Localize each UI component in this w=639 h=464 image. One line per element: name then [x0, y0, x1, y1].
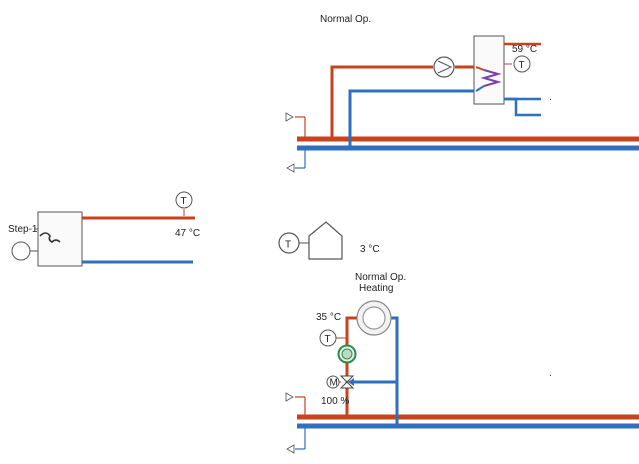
dhw-temperature-value: 59 °C — [512, 44, 537, 55]
heating-sensor-symbol: T — [325, 334, 331, 345]
dhw-marker-dot: . — [549, 92, 552, 103]
heating-temperature-value: 35 °C — [316, 312, 341, 323]
heating-status-line1: Normal Op. — [355, 272, 406, 283]
dhw-temperature-sensor-icon[interactable]: T — [513, 55, 531, 73]
heating-marker-dot: . — [549, 368, 552, 379]
dhw-pump-icon[interactable] — [433, 56, 455, 78]
supply-inlet-arrow-icon-bottom — [285, 392, 306, 415]
boiler-stage-label: Step-1 — [8, 224, 38, 235]
heating-status-line2: Heating — [359, 283, 393, 294]
valve-motor-icon[interactable]: M — [326, 375, 340, 389]
outdoor-house-icon — [308, 221, 343, 260]
heating-return-pipe — [384, 316, 399, 424]
radiator-icon[interactable] — [356, 300, 392, 336]
dhw-supply-pipe — [330, 65, 433, 137]
boiler-temperature-sensor-icon[interactable]: T — [175, 191, 193, 209]
dhw-storage-tank-icon[interactable] — [473, 35, 505, 105]
supply-inlet-arrow-icon — [285, 112, 306, 137]
boiler-temperature-value: 47 °C — [175, 228, 200, 239]
mixing-valve-icon[interactable] — [339, 375, 355, 389]
outdoor-sensor-symbol: T — [285, 240, 291, 251]
valve-motor-symbol: M — [330, 378, 338, 389]
dhw-cold-water-inlet-pipe — [504, 97, 541, 117]
dhw-status-label: Normal Op. — [320, 14, 371, 25]
outdoor-temperature-value: 3 °C — [360, 244, 380, 255]
heat-exchanger-coil-icon — [475, 66, 502, 92]
return-outlet-arrow-icon-bottom — [286, 428, 306, 454]
heating-pump-icon[interactable] — [337, 344, 357, 364]
outdoor-temperature-sensor-icon[interactable]: T — [278, 232, 300, 254]
boiler-sensor-symbol: T — [181, 196, 187, 207]
dhw-return-pipe — [348, 89, 476, 146]
valve-position-value: 100 % — [321, 396, 349, 407]
boiler-burner-icon — [11, 241, 38, 261]
return-outlet-arrow-icon — [286, 150, 306, 173]
bypass-flow-arrow-icon — [348, 378, 354, 386]
boiler-icon[interactable] — [37, 211, 83, 267]
dhw-sensor-symbol: T — [519, 60, 525, 71]
heating-temperature-sensor-icon[interactable]: T — [319, 329, 337, 347]
